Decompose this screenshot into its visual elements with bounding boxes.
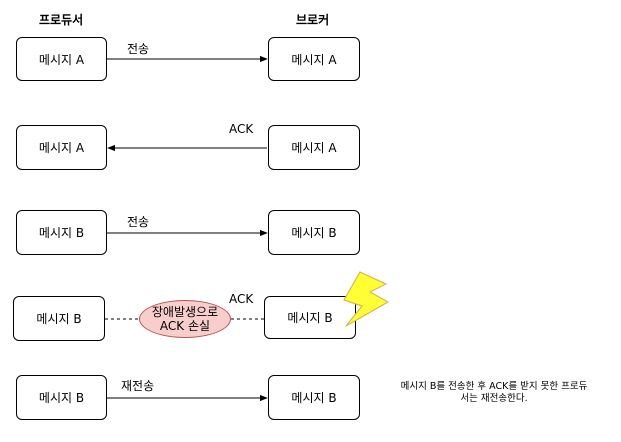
producer-header: 프로듀서: [39, 13, 84, 27]
send-label-1: 전송: [127, 42, 150, 56]
producer-message-box-5: 메시지 B: [16, 375, 107, 420]
send-label-2: 전송: [127, 215, 150, 229]
resend-label: 재전송: [121, 379, 155, 393]
lightning-icon: [343, 271, 389, 327]
failure-line-2: ACK 손실: [159, 319, 211, 333]
broker-message-box-5: 메시지 B: [268, 375, 360, 420]
ack-loss-failure-ellipse: 장애발생으로 ACK 손실: [139, 300, 231, 338]
producer-message-box-4: 메시지 B: [13, 296, 105, 341]
producer-message-box-2: 메시지 A: [16, 125, 107, 170]
producer-message-box-3: 메시지 B: [16, 210, 107, 255]
explanation-note: 메시지 B를 전송한 후 ACK를 받지 못한 프로듀 서는 재전송한다.: [384, 381, 604, 405]
broker-message-box-3: 메시지 B: [268, 210, 360, 255]
note-line-2: 서는 재전송한다.: [460, 393, 528, 404]
ack-label-2: ACK: [229, 292, 254, 306]
failure-line-1: 장애발생으로: [151, 305, 219, 319]
broker-message-box-1: 메시지 A: [268, 37, 360, 81]
broker-message-box-2: 메시지 A: [268, 125, 360, 170]
broker-message-box-4: 메시지 B: [264, 296, 356, 339]
broker-header: 브로커: [296, 13, 330, 27]
producer-message-box-1: 메시지 A: [16, 37, 107, 81]
ack-label-1: ACK: [229, 122, 254, 136]
note-line-1: 메시지 B를 전송한 후 ACK를 받지 못한 프로듀: [400, 381, 588, 392]
